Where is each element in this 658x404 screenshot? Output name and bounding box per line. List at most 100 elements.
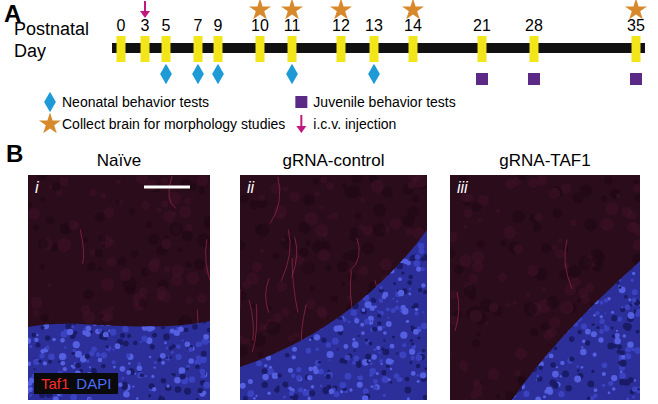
nucleus: [121, 238, 123, 240]
nucleus: [310, 331, 313, 334]
nucleus: [277, 373, 281, 377]
nucleus: [302, 303, 304, 305]
tissue-texture: [560, 301, 574, 315]
nucleus: [48, 225, 54, 231]
nucleus: [241, 229, 246, 234]
tissue-texture: [331, 295, 338, 302]
nucleus: [247, 309, 251, 313]
nucleus: [275, 320, 279, 324]
nucleus: [108, 303, 112, 307]
nucleus: [72, 321, 77, 326]
nucleus: [49, 240, 53, 244]
taf1-fiber: [292, 258, 298, 312]
nucleus: [386, 211, 390, 215]
nucleus: [362, 395, 368, 400]
nucleus: [36, 334, 38, 336]
nucleus: [409, 232, 412, 235]
nucleus: [402, 343, 406, 347]
nucleus: [139, 203, 141, 205]
day-tick: [141, 36, 150, 62]
nucleus: [390, 381, 393, 384]
nucleus: [394, 231, 397, 234]
nucleus: [334, 326, 340, 332]
nucleus: [632, 396, 635, 399]
nucleus: [287, 308, 289, 310]
nucleus: [161, 378, 166, 383]
nucleus: [191, 242, 195, 246]
nucleus: [96, 352, 101, 357]
nucleus: [183, 214, 186, 217]
tissue-texture: [100, 309, 113, 322]
nucleus: [397, 190, 402, 195]
nucleus: [75, 252, 81, 258]
nucleus: [255, 336, 261, 342]
nucleus: [498, 382, 501, 385]
nucleus: [338, 249, 343, 254]
nucleus: [118, 237, 123, 242]
nucleus: [50, 181, 57, 188]
tissue-texture: [325, 265, 332, 272]
nucleus: [166, 347, 169, 350]
nucleus: [345, 373, 352, 380]
nucleus: [264, 301, 269, 306]
nucleus: [74, 213, 80, 219]
nucleus: [301, 329, 304, 332]
tissue-texture: [513, 301, 517, 305]
micrograph: [446, 170, 645, 402]
nucleus: [308, 318, 315, 325]
nucleus: [188, 358, 194, 364]
nucleus: [169, 346, 173, 350]
nucleus: [165, 254, 170, 259]
nucleus: [306, 348, 312, 354]
nucleus: [78, 271, 82, 275]
tissue-texture: [60, 177, 69, 186]
star-marker: [402, 0, 424, 19]
nucleus: [137, 175, 142, 180]
nucleus: [315, 191, 317, 193]
tissue-texture: [463, 225, 467, 229]
nucleus: [70, 394, 77, 400]
nucleus: [503, 249, 507, 253]
nucleus: [409, 275, 414, 280]
nucleus: [268, 243, 274, 249]
tissue-texture: [244, 338, 251, 345]
nucleus: [292, 355, 296, 359]
tissue-texture: [348, 273, 356, 281]
nucleus: [506, 209, 512, 215]
tissue-texture: [515, 370, 521, 376]
nucleus: [383, 331, 387, 335]
nucleus: [416, 182, 419, 185]
star-marker: [281, 0, 303, 19]
nucleus: [296, 375, 301, 380]
tissue-texture: [148, 234, 159, 245]
nucleus: [274, 328, 276, 330]
nucleus: [337, 317, 340, 320]
taf1-fiber: [240, 289, 241, 329]
nucleus: [52, 338, 56, 342]
nucleus: [205, 263, 209, 267]
nucleus: [181, 339, 183, 341]
nucleus: [273, 316, 278, 321]
nucleus: [175, 213, 182, 220]
nucleus: [89, 351, 94, 356]
tissue-texture: [464, 285, 477, 298]
nucleus: [303, 219, 310, 226]
nucleus: [154, 361, 157, 364]
nucleus: [195, 313, 202, 320]
tissue-texture: [273, 205, 287, 219]
nucleus: [67, 314, 72, 319]
nucleus: [348, 320, 351, 323]
nucleus: [73, 285, 76, 288]
nucleus: [274, 231, 277, 234]
nucleus: [62, 262, 68, 268]
taf1-fiber: [281, 230, 290, 281]
nucleus: [63, 175, 65, 177]
nucleus: [327, 291, 332, 296]
nucleus: [157, 358, 161, 362]
tissue-texture: [164, 266, 170, 272]
nucleus: [126, 239, 129, 242]
nucleus: [269, 204, 276, 211]
nucleus: [198, 250, 204, 256]
nucleus: [134, 373, 136, 375]
nucleus: [202, 286, 209, 293]
